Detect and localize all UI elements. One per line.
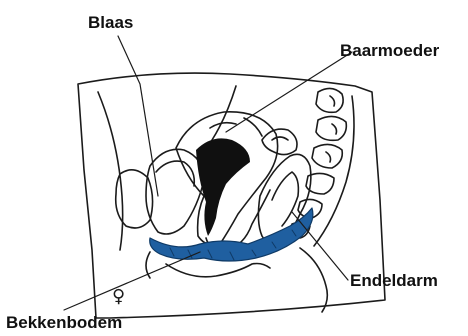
colon-loop: [262, 129, 297, 154]
bladder-inner: [156, 161, 194, 186]
hip-curve: [212, 86, 236, 140]
label-bladder: Blaas: [88, 14, 133, 31]
label-uterus: Baarmoeder: [340, 42, 439, 59]
label-rectum: Endeldarm: [350, 272, 438, 289]
uterus-fundus-detail: [210, 118, 262, 136]
rectum-inner: [272, 172, 298, 226]
leader-line-uterus: [226, 52, 352, 132]
perineum-contour: [166, 264, 270, 277]
uterus-cavity: [196, 138, 250, 236]
bladder-organ: [146, 149, 204, 234]
female-symbol: ♀: [112, 286, 125, 307]
buttock-contour: [300, 248, 327, 312]
leader-line-pelvic-floor: [64, 252, 200, 310]
colon-loop-inner: [272, 137, 288, 140]
abdominal-wall: [98, 92, 123, 250]
label-pelvic-floor: Bekkenbodem: [6, 314, 122, 331]
